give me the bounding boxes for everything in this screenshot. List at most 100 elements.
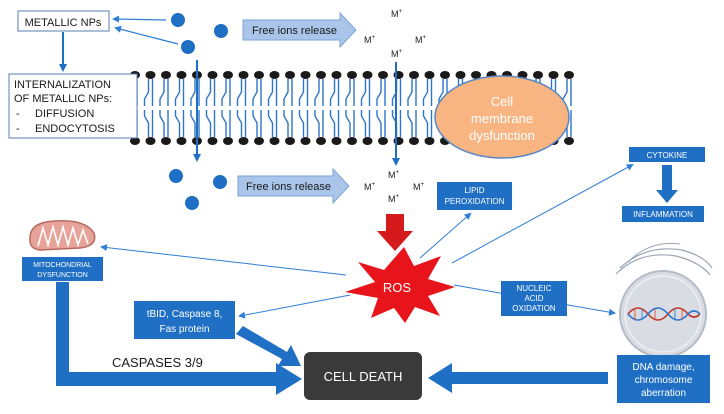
lipid-head <box>130 137 140 145</box>
lipid-head <box>331 137 342 145</box>
lipid-tail <box>267 110 274 137</box>
lipid-tail <box>345 79 351 106</box>
metal-ion: M+ <box>413 182 425 192</box>
cell-membrane-dysfunction-oval <box>434 75 570 159</box>
lipid-tail <box>298 110 305 137</box>
tbid-caspase-line1: tBID, Caspase 8, <box>147 309 223 320</box>
lipid-head <box>161 71 171 79</box>
lipid-head <box>285 71 295 79</box>
svg-text:M+: M+ <box>391 9 403 19</box>
tbid-caspase-box <box>134 301 235 339</box>
lipid-tail <box>267 79 274 106</box>
lipid-head <box>424 71 435 79</box>
lipid-tail <box>252 79 258 106</box>
svg-text:M+: M+ <box>388 194 400 204</box>
lipid-head <box>440 71 450 79</box>
free-ions-release-arrow-top <box>242 11 357 49</box>
ros-to-lipid-arrow <box>419 212 472 259</box>
lipid-peroxidation-line1: LIPID <box>464 186 484 195</box>
ros-starburst <box>345 247 455 323</box>
lipid-tail <box>407 79 413 106</box>
lipid-head <box>285 137 295 145</box>
lipid-head <box>254 71 264 79</box>
internalization-title-line1: INTERNALIZATION <box>14 79 111 91</box>
internalization-box <box>8 73 138 139</box>
internalization-title-line2: OF METALLIC NPs: <box>14 93 112 105</box>
lipid-head <box>207 137 218 145</box>
lipid-tail <box>236 110 243 137</box>
lipid-head <box>316 71 326 79</box>
lipid-head <box>471 71 481 79</box>
mitochondrion-icon <box>29 220 96 251</box>
lipid-head <box>378 137 388 145</box>
lipid-tail <box>283 110 289 137</box>
lipid-tail <box>376 79 382 106</box>
lipid-peroxidation-line2: PEROXIDATION <box>445 197 505 206</box>
lipid-tail <box>329 110 336 137</box>
lipid-tail <box>283 79 289 106</box>
lipid-head <box>564 71 574 79</box>
dna-to-cell-death-arrow <box>428 363 608 393</box>
cell-membrane-dysfunction-line3: dysfunction <box>469 128 535 143</box>
lipid-tail <box>190 110 196 137</box>
svg-text:M+: M+ <box>415 35 427 45</box>
lipid-head <box>223 137 233 145</box>
dna-damage-line3: aberration <box>641 388 686 399</box>
lipid-head <box>176 71 187 79</box>
lipid-head <box>362 71 373 79</box>
lipid-head <box>548 71 559 79</box>
lipid-head <box>161 137 171 145</box>
lipid-head <box>269 71 280 79</box>
nanoparticle-dot <box>214 24 228 38</box>
lipid-tail <box>407 110 413 137</box>
lipid-head <box>176 137 187 145</box>
metal-ion: M+ <box>364 35 376 45</box>
lipid-tail <box>205 110 212 137</box>
metal-ion: M+ <box>388 170 400 180</box>
free-ions-release-label-top: Free ions release <box>252 25 337 37</box>
svg-text:M+: M+ <box>364 182 376 192</box>
lipid-head <box>362 137 373 145</box>
lipid-head <box>300 71 311 79</box>
lipid-head <box>269 137 280 145</box>
lipid-head <box>409 71 419 79</box>
metal-ion: M+ <box>415 35 427 45</box>
lipid-tail <box>422 110 429 137</box>
lipid-peroxidation-box <box>437 182 512 210</box>
svg-text:M+: M+ <box>364 35 376 45</box>
endocytosis-label: ENDOCYTOSIS <box>35 123 115 135</box>
free-ions-release-arrow-bottom <box>237 167 350 205</box>
lipid-head <box>300 137 311 145</box>
lipid-head <box>331 71 342 79</box>
mitochondrial-dysfunction-line1: MITOCHONDRIAL <box>33 262 92 269</box>
lipid-tail <box>205 79 212 106</box>
lipid-head <box>223 71 233 79</box>
lipid-head <box>347 71 357 79</box>
lipid-tail <box>174 110 181 137</box>
lipid-tail <box>159 110 165 137</box>
dna-damage-line1: DNA damage, <box>632 362 694 373</box>
cell-membrane-dysfunction-line1: Cell <box>491 94 514 109</box>
arrow-np-to-label <box>112 15 167 23</box>
dna-damage-line2: chromosome <box>635 375 693 386</box>
lipid-tail <box>143 79 150 106</box>
lipid-tail <box>252 110 258 137</box>
lipid-head <box>409 137 419 145</box>
metal-ion: M+ <box>388 194 400 204</box>
mitochondria-to-cell-death-arrow <box>56 282 302 395</box>
svg-text:M+: M+ <box>388 170 400 180</box>
nanoparticle-dot <box>185 196 199 210</box>
cell-nucleus-icon <box>615 242 713 358</box>
lipid-head <box>254 137 264 145</box>
lipid-tail <box>360 79 367 106</box>
cell-death-box <box>304 352 422 400</box>
lipid-head <box>455 71 466 79</box>
lipid-head <box>378 71 388 79</box>
nanoparticle-dot <box>213 175 227 189</box>
cytokine-to-inflammation-arrow <box>656 165 678 203</box>
lipid-tail <box>143 110 150 137</box>
arrow-np-to-label <box>114 25 179 45</box>
lipid-tail <box>298 79 305 106</box>
cytokine-box <box>629 147 705 162</box>
metallic-nps-box <box>17 10 110 32</box>
